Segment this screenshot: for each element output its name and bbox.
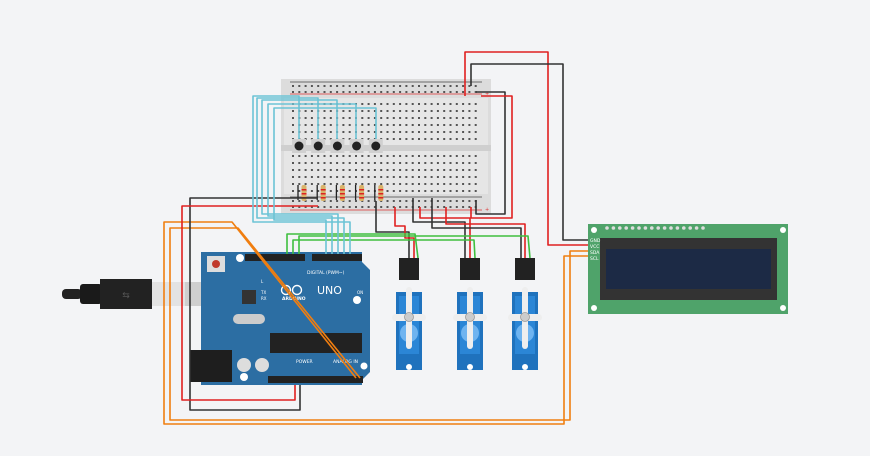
analog-label: ANALOG IN xyxy=(333,359,358,365)
wire-cyan-wire[interactable] xyxy=(256,97,345,254)
analog-header[interactable] xyxy=(325,376,363,383)
pushbutton-cap[interactable] xyxy=(352,141,362,151)
digital-label: DIGITAL (PWM~) xyxy=(307,270,345,276)
wire-cyan-wire[interactable] xyxy=(267,103,357,254)
wire-red-wire[interactable] xyxy=(445,207,526,258)
servo-motor[interactable] xyxy=(453,258,487,370)
arduino-model: UNO xyxy=(317,284,342,297)
wire-red-wire[interactable] xyxy=(470,95,513,219)
wire-orange-wire[interactable] xyxy=(169,227,588,421)
lcd-screen xyxy=(606,249,771,289)
lcd-pin-gnd: GND xyxy=(590,238,601,244)
plus-rail-label: + xyxy=(485,91,489,97)
power-label: POWER xyxy=(296,359,313,365)
lcd-16x2-i2c[interactable]: GND VCC SDA SCL xyxy=(588,224,788,314)
power-header[interactable] xyxy=(268,376,328,383)
digital-header-high[interactable] xyxy=(245,254,305,261)
wire-black-wire[interactable] xyxy=(375,201,410,258)
pushbutton-cap[interactable] xyxy=(313,141,323,151)
wire-cyan-wire[interactable] xyxy=(252,95,351,254)
pushbutton-cap[interactable] xyxy=(332,141,342,151)
pushbutton-cap[interactable] xyxy=(294,141,304,151)
digital-header-low[interactable] xyxy=(312,254,362,261)
wire-cyan-wire[interactable] xyxy=(273,107,377,254)
plus-rail-label: + xyxy=(485,207,489,213)
led-rx-label: RX xyxy=(261,296,267,301)
lcd-pin-scl: SCL xyxy=(590,256,599,262)
wire-black-wire[interactable] xyxy=(475,91,506,215)
wire-orange-wire[interactable] xyxy=(163,221,588,425)
wire-black-wire[interactable] xyxy=(189,197,318,411)
pushbutton-cap[interactable] xyxy=(371,141,381,151)
wire-green-wire[interactable] xyxy=(298,235,531,259)
lcd-pin-vcc: VCC xyxy=(590,244,599,250)
wire-green-wire[interactable] xyxy=(286,233,419,259)
led-on-label: ON xyxy=(357,290,363,295)
wire-green-wire[interactable] xyxy=(292,239,476,259)
power-jack[interactable] xyxy=(190,350,232,382)
servo-motor[interactable] xyxy=(508,258,542,370)
wire-black-wire[interactable] xyxy=(431,198,522,258)
usb-cable[interactable]: ⇆ xyxy=(62,279,225,309)
wire-red-wire[interactable] xyxy=(464,51,588,246)
svg-text:⇆: ⇆ xyxy=(122,291,130,301)
arduino-uno[interactable]: DIGITAL (PWM~) ARDUINO UNO L TX RX ON PO… xyxy=(190,252,370,385)
led-l-label: L xyxy=(261,279,264,284)
servo-motor[interactable] xyxy=(392,258,426,370)
microcontroller-chip xyxy=(270,333,362,353)
led-tx-label: TX xyxy=(260,290,266,295)
wire-cyan-wire[interactable] xyxy=(261,99,339,254)
lcd-pin-sda: SDA xyxy=(590,250,600,256)
wire-red-wire[interactable] xyxy=(394,207,415,258)
wire-red-wire[interactable] xyxy=(419,207,471,258)
wire-black-wire[interactable] xyxy=(470,63,588,241)
wire-red-wire[interactable] xyxy=(181,205,318,401)
